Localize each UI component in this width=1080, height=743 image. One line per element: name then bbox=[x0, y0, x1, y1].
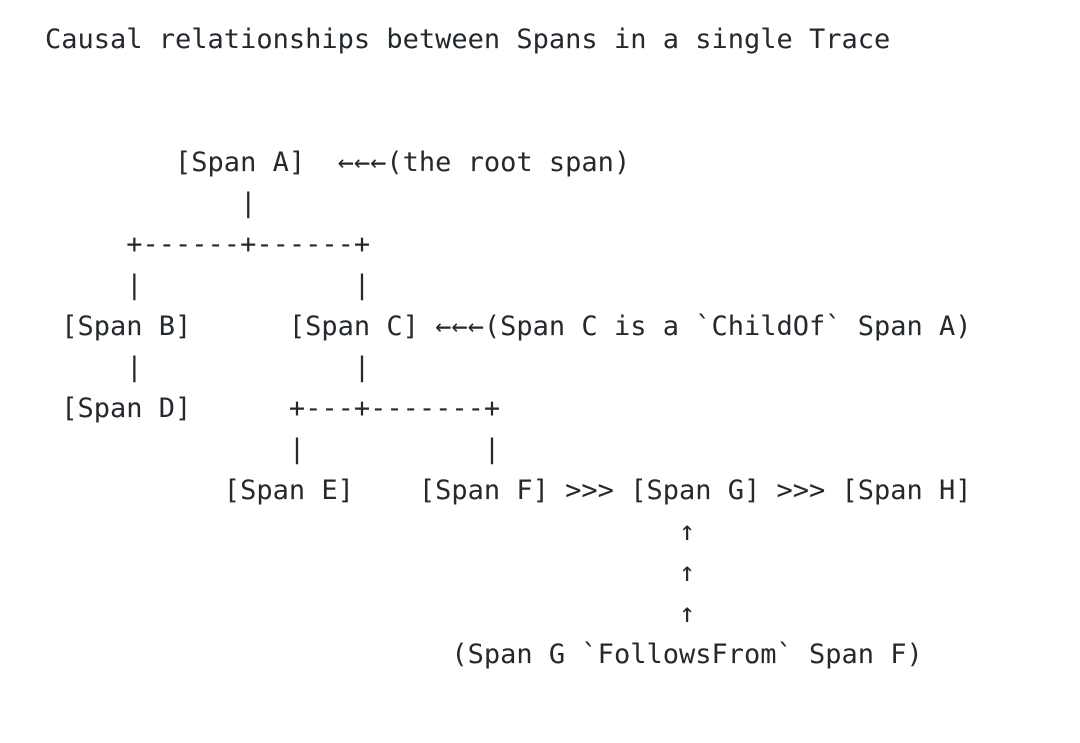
page-title: Causal relationships between Spans in a … bbox=[45, 24, 891, 55]
ascii-span-relationship-diagram: [Span A] ←←←(the root span) | +------+--… bbox=[61, 147, 972, 670]
